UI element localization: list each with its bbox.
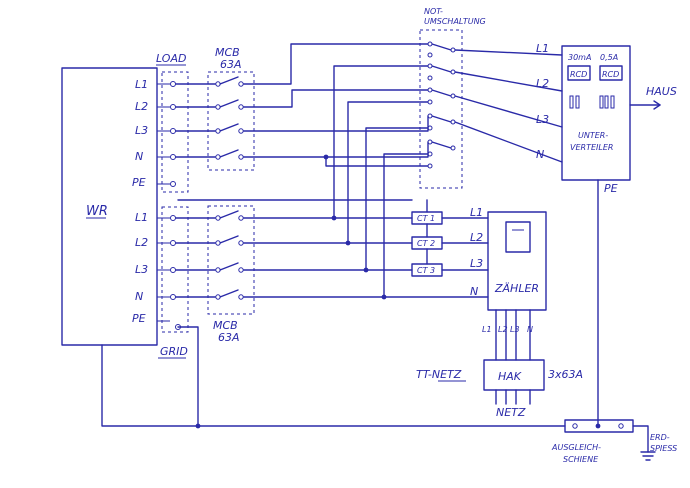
meter-phase-l1: L1: [470, 206, 483, 219]
haus-arrow-head: [653, 100, 661, 110]
unterverteiler-box: [561, 45, 631, 181]
wr-label: WR: [86, 204, 108, 219]
grid-phase-l3: L3: [135, 263, 148, 276]
pe-wires: [101, 179, 599, 429]
ct2-label: CT 2: [417, 239, 435, 248]
rcd-rating-1: 30mA: [568, 53, 591, 62]
hak-phase-l1: L1: [482, 325, 492, 334]
uv-phase-l2: L2: [536, 77, 549, 90]
notumschaltung-label-1: NOT-: [424, 7, 443, 16]
grid-label: GRID: [160, 345, 188, 358]
uv-pe-label: PE: [604, 182, 618, 195]
rcd-2-label: RCD: [602, 70, 619, 79]
tt-netz-label: TT-NETZ: [416, 368, 462, 381]
erdspiess-wire: [632, 425, 649, 453]
uv-phase-l1: L1: [536, 42, 549, 55]
netz-wires: [495, 389, 531, 405]
mcb-bottom-box: [207, 205, 255, 315]
load-terminal: [170, 104, 176, 110]
ct1-label: CT 1: [417, 214, 435, 223]
rcd-1-label: RCD: [570, 70, 587, 79]
mcb-top-box: [207, 71, 255, 171]
uv-phase-n: N: [536, 148, 544, 161]
bypass-wires: [323, 65, 429, 300]
hak-label: HAK: [498, 370, 522, 383]
zaehler-display: [505, 221, 531, 253]
uv-phase-l3: L3: [536, 113, 549, 126]
load-phase-l1: L1: [135, 78, 148, 91]
notumschaltung-box: [419, 29, 463, 189]
grid-terminal: [170, 294, 176, 300]
uv-label-1: UNTER-: [578, 131, 608, 140]
hak-rating: 3x63A: [548, 368, 583, 381]
grid-phase-n: N: [135, 290, 143, 303]
erdspiess-label-2: SPIESS: [650, 444, 677, 453]
load-phase-l3: L3: [135, 124, 148, 137]
rcd-2-box: [599, 65, 623, 81]
uv-breakers: [569, 95, 615, 109]
haus-label: HAUS: [646, 85, 677, 98]
load-wires: [243, 43, 429, 158]
hak-phase-n: N: [527, 325, 533, 334]
hak-phase-l2: L2: [498, 325, 508, 334]
uv-label-2: VERTEILER: [570, 143, 613, 152]
hak-box: [483, 359, 545, 391]
grid-phase-l1: L1: [135, 211, 148, 224]
grid-phase-labels: L1 L2 L3 N PE: [132, 211, 148, 325]
grid-terminal-block: [161, 206, 189, 333]
load-phase-labels: L1 L2 L3 N PE: [132, 78, 148, 189]
grid-terminal: [170, 267, 176, 273]
load-terminal: [170, 81, 176, 87]
ct3-label: CT 3: [417, 266, 435, 275]
meter-phase-n: N: [470, 285, 478, 298]
load-phase-n: N: [135, 150, 143, 163]
rcd-rating-2: 0,5A: [600, 53, 618, 62]
load-phase-l2: L2: [135, 100, 148, 113]
erdspiess-label-1: ERD-: [650, 433, 670, 442]
zaehler-box: [487, 211, 547, 311]
meter-phase-l2: L2: [470, 231, 483, 244]
mcb-top-label: MCB: [215, 46, 240, 59]
notumschaltung-label-2: UMSCHALTUNG: [424, 17, 486, 26]
grid-terminal: [170, 215, 176, 221]
uv-wires: [454, 49, 563, 163]
ausgleichschiene-label-1: AUSGLEICH-: [551, 443, 601, 452]
ausgleichschiene-label-2: SCHIENE: [563, 455, 599, 464]
zaehler-label: ZÄHLER: [494, 282, 539, 295]
load-terminals: [157, 71, 189, 193]
grid-phase-l2: L2: [135, 236, 148, 249]
load-terminal: [170, 154, 176, 160]
netz-label: NETZ: [496, 406, 526, 419]
mcb-top-switches: [175, 76, 244, 160]
ground-icon: [640, 451, 656, 461]
notumschaltung-contacts: [427, 41, 456, 169]
load-label: LOAD: [156, 52, 186, 65]
mcb-bottom-switches: [175, 210, 244, 300]
grid-terminals: [157, 206, 189, 333]
hak-phase-l3: L3: [510, 325, 520, 334]
meter-phase-l3: L3: [470, 257, 483, 270]
grid-terminal: [170, 240, 176, 246]
mcb-bottom-rating: 63A: [218, 331, 240, 344]
load-terminal-block: [161, 71, 189, 193]
load-phase-pe: PE: [132, 176, 146, 189]
mcb-bottom-label: MCB: [213, 319, 238, 332]
grid-phase-pe: PE: [132, 312, 146, 325]
mcb-top-rating: 63A: [220, 58, 242, 71]
ct-boxes: CT 1 CT 2 CT 3: [411, 199, 489, 277]
load-terminal: [170, 181, 176, 187]
rcd-1-box: [567, 65, 591, 81]
wr-box: [61, 67, 158, 346]
load-terminal: [170, 128, 176, 134]
zaehler-output-wires: [495, 309, 531, 361]
